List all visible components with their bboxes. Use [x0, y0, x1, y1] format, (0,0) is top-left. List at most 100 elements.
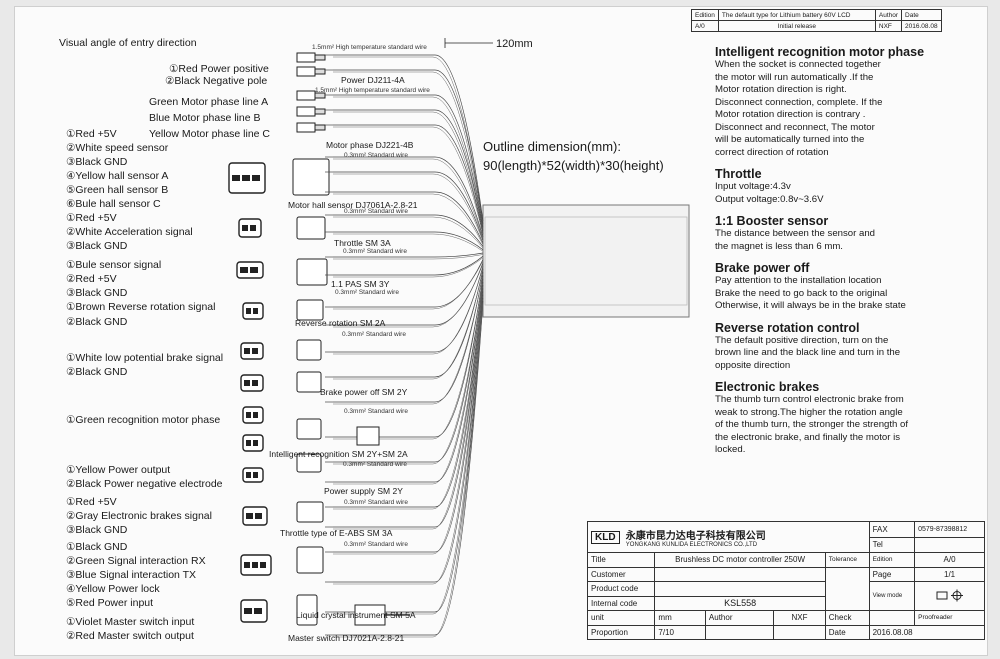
wire-line — [333, 111, 484, 233]
note-line: opposite direction — [715, 359, 791, 371]
connector-pin-icon — [244, 348, 250, 354]
wire-label: ①Violet Master switch input — [66, 616, 195, 628]
controller-box — [482, 204, 690, 318]
wire-label: ⑥Bule hall sensor C — [66, 198, 161, 210]
connector-label: Master switch DJ7021A-2.8-21 — [288, 633, 405, 643]
rev-header-date: Date — [901, 9, 942, 21]
brake-connector-housing — [296, 339, 322, 361]
wire-line — [333, 270, 484, 380]
internal-code-label: Internal code — [586, 595, 656, 611]
wire-label: ⑤Red Power input — [66, 597, 154, 609]
wire-line — [333, 289, 484, 530]
note-line: Output voltage:0.8v~3.6V — [715, 193, 824, 205]
customer-label: Customer — [586, 566, 656, 582]
connector-label: Throttle type of E-ABS SM 3A — [280, 528, 393, 538]
wire-label: ①Bule sensor signal — [66, 259, 162, 271]
note-line: of the thumb turn, the stronger the stre… — [715, 419, 909, 430]
lcd-connector-housing — [296, 546, 324, 574]
connector-pin-icon — [250, 267, 258, 273]
note-heading: Reverse rotation control — [715, 320, 860, 335]
wire-line — [333, 193, 484, 246]
wire-line — [333, 267, 484, 355]
wire-label: ①Red +5V — [66, 496, 117, 508]
wire-line — [333, 288, 484, 528]
note-line: The thumb turn control electronic brake … — [715, 394, 904, 405]
connector-label: Reverse rotation SM 2A — [295, 318, 386, 328]
wire-label: ②Black GND — [66, 366, 128, 378]
wire-spec-label: 0.3mm² Standard wire — [343, 461, 407, 468]
phase-plug — [296, 122, 316, 133]
power-plug — [296, 66, 316, 77]
wire-line — [333, 299, 484, 615]
wire-line — [333, 278, 484, 463]
connector-pin-icon — [255, 513, 262, 519]
note-line: locked. — [715, 444, 746, 455]
wire-spec-label: 0.3mm² Standard wire — [344, 208, 408, 215]
phase-plug-pin — [314, 124, 326, 131]
wire-label: ①Red +5V — [66, 128, 117, 140]
note-line: The distance between the sensor and — [715, 228, 876, 239]
wire-line — [333, 273, 484, 405]
wire-line — [333, 231, 484, 251]
wire-label: ③Black GND — [66, 240, 128, 252]
connector-label: Brake power off SM 2Y — [320, 387, 408, 397]
hall-connector-housing — [292, 158, 330, 196]
rev-edition: A/0 — [691, 20, 719, 32]
note-line: the motor will run automatically .If the — [715, 71, 874, 83]
phase-plug-pin — [314, 108, 326, 115]
connector-pin-icon — [260, 562, 266, 568]
edition-label: Edition — [868, 552, 916, 568]
wire-label: ①Brown Reverse rotation signal — [66, 301, 216, 313]
wire-label: ②White Acceleration signal — [66, 226, 193, 238]
outline-dims: 90(length)*52(width)*30(height) — [483, 158, 664, 173]
company-logo: KLD — [591, 530, 620, 544]
wire-spec-label: 0.3mm² Standard wire — [344, 408, 408, 415]
note-line: the electronic brake, and finally the mo… — [715, 431, 901, 443]
view-mode-label: View mode — [868, 581, 916, 611]
wire-line — [333, 126, 484, 236]
connector-label: Motor hall sensor DJ7061A-2.8-21 — [288, 200, 418, 210]
connector-pin-icon — [253, 308, 258, 314]
wire-label: ②White speed sensor — [66, 142, 169, 154]
wire-label: ①White low potential brake signal — [66, 352, 224, 364]
note-heading: Electronic brakes — [715, 380, 820, 394]
connector-label: Motor phase DJ221-4B — [326, 140, 414, 150]
note-line: correct direction of rotation — [715, 146, 829, 158]
wire-line — [333, 257, 484, 278]
wire-spec-label: 0.3mm² Standard wire — [335, 289, 399, 296]
product-code-label: Product code — [586, 581, 656, 597]
unit-label: unit — [586, 610, 656, 626]
wire-line — [333, 297, 484, 613]
connector-pin-icon — [246, 472, 251, 478]
wire-line — [333, 284, 484, 508]
page-label: Page — [868, 566, 916, 582]
connector-pin-icon — [253, 412, 258, 418]
throttle-connector-housing — [296, 216, 326, 240]
wire-line — [333, 259, 484, 308]
wire-line — [333, 254, 484, 260]
connector-pin-icon — [252, 562, 258, 568]
wire-line — [333, 216, 484, 249]
wire-line — [333, 156, 484, 238]
company-name-cn: 永康市昆力达电子科技有限公司 — [625, 530, 766, 542]
wire-label: ②Green Signal interaction RX — [66, 555, 206, 567]
wire-line — [333, 124, 484, 234]
wire-label: ①Black GND — [66, 541, 128, 553]
note-heading: Brake power off — [715, 261, 810, 275]
wire-line — [333, 260, 484, 310]
connector-pin-icon — [240, 267, 248, 273]
wire-line — [333, 292, 484, 555]
note-heading: Throttle — [715, 167, 762, 181]
title-block: KLD 永康市昆力达电子科技有限公司 YONGKANG KUNLIDA ELEC… — [586, 521, 986, 640]
proportion-label: Proportion — [586, 624, 656, 640]
note-line: brown line and the black line and turn i… — [715, 347, 901, 358]
wire-line — [333, 69, 484, 225]
fax-value: 0579-87398812 — [914, 521, 985, 538]
note-line: weak to strong.The higher the rotation a… — [715, 406, 903, 418]
connector-label: Liquid crystal instrument SM 5A — [296, 610, 416, 620]
wire-line — [333, 281, 484, 483]
wire-label: ①Yellow Power output — [66, 464, 171, 476]
controller-inner — [484, 216, 688, 306]
fax-label: FAX — [868, 521, 916, 538]
wire-line — [333, 300, 484, 636]
